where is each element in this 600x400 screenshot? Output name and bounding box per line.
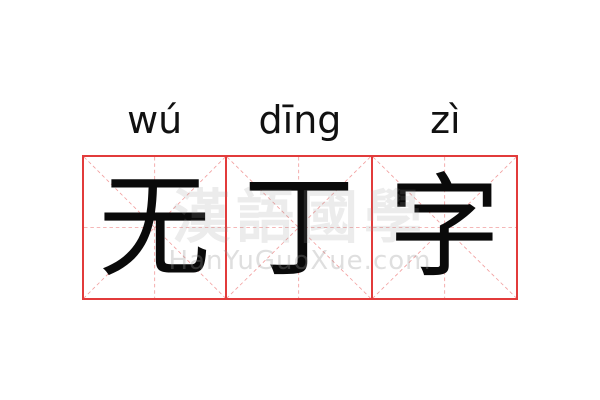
character-cell-2: 丁 <box>227 155 373 300</box>
character-grid: 无 丁 字 <box>82 155 518 300</box>
character-cell-1: 无 <box>82 155 228 300</box>
pinyin-row: wú dīng zì <box>82 96 518 144</box>
character-2: 丁 <box>242 162 355 293</box>
character-1: 无 <box>98 162 211 293</box>
character-cell-3: 字 <box>372 155 518 300</box>
grid-guides <box>84 157 226 298</box>
character-3: 字 <box>388 162 501 293</box>
pinyin-syllable-3: zì <box>430 98 461 142</box>
pinyin-syllable-1: wú <box>127 98 183 142</box>
pinyin-syllable-2: dīng <box>258 98 342 142</box>
grid-guides <box>227 157 371 298</box>
grid-guides <box>372 157 516 298</box>
